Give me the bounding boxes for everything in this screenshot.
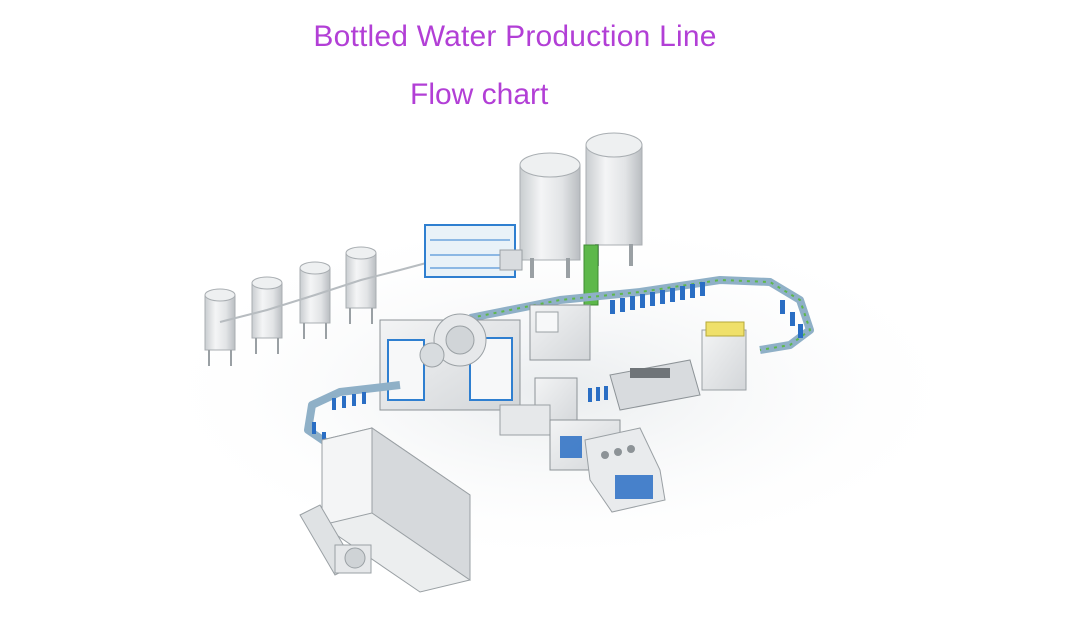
capping-machine bbox=[530, 305, 590, 360]
reverse-osmosis-unit bbox=[425, 225, 522, 277]
filling-machine bbox=[380, 314, 520, 410]
bottles-transfer bbox=[588, 386, 608, 402]
storage-silo-left bbox=[520, 153, 580, 278]
labeling-machine bbox=[702, 322, 746, 390]
